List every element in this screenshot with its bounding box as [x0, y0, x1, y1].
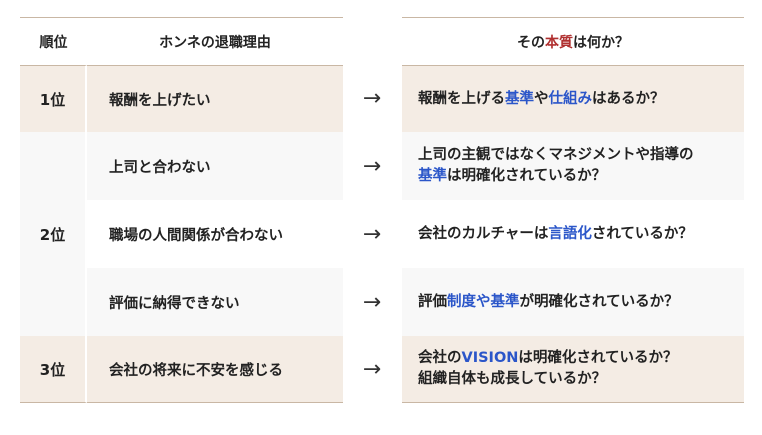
arrow-icon: → — [343, 336, 401, 403]
essence-row-3-line: 会社のカルチャーは言語化されているか？ — [418, 224, 693, 245]
essence-row-3: 会社のカルチャーは言語化されているか？ — [402, 200, 744, 268]
essence-keyword: 言語化 — [548, 225, 592, 242]
essence-row-2-line-1: 上司の主観ではなくマネジメントや指導の — [418, 147, 694, 163]
essence-text: は明確化されているか？ — [447, 168, 607, 184]
rank-2-label: 2位 — [39, 225, 66, 244]
essence-row-2-line-2: 基準は明確化されているか？ — [418, 166, 606, 187]
reason-row-3-label: 職場の人間関係が合わない — [109, 227, 283, 244]
essence-text: 会社の — [418, 350, 462, 366]
header-rank: 順位 — [20, 17, 87, 65]
essence-text: が明確化されているか？ — [519, 293, 679, 310]
rank-1-label: 1位 — [39, 90, 66, 109]
rank-1: 1位 — [20, 65, 87, 132]
essence-keyword: VISION — [461, 350, 519, 366]
header-essence-pre: その — [517, 34, 545, 51]
rank-3: 3位 — [20, 336, 87, 403]
essence-keyword: 基準 — [505, 90, 534, 107]
essence-row-5: 会社のVISIONは明確化されているか？ 組織自体も成長しているか？ — [402, 336, 744, 403]
essence-keyword: 制度や基準 — [447, 293, 520, 310]
essence-text: は明確化されているか？ — [518, 350, 678, 366]
reason-row-2: 上司と合わない — [87, 132, 343, 200]
essence-text: 会社のカルチャーは — [418, 225, 549, 242]
arrow-icon: → — [343, 132, 401, 200]
reason-row-2-label: 上司と合わない — [109, 159, 211, 176]
reason-row-4: 評価に納得できない — [87, 268, 343, 336]
essence-row-1-line: 報酬を上げる基準や仕組みはあるか？ — [418, 89, 665, 110]
header-essence: その本質は何か？ — [402, 17, 744, 65]
header-reason: ホンネの退職理由 — [87, 17, 343, 65]
essence-row-1: 報酬を上げる基準や仕組みはあるか？ — [402, 65, 744, 132]
reason-row-5-label: 会社の将来に不安を感じる — [109, 362, 283, 379]
header-rank-label: 順位 — [39, 34, 68, 51]
essence-text: 評価 — [418, 293, 447, 310]
rank-3-label: 3位 — [39, 360, 66, 379]
header-essence-post: は何か？ — [573, 34, 629, 51]
reason-row-5: 会社の将来に不安を感じる — [87, 336, 343, 403]
header-essence-highlight: 本質 — [545, 34, 573, 51]
header-reason-label: ホンネの退職理由 — [159, 34, 271, 51]
essence-row-5-line-1: 会社のVISIONは明確化されているか？ — [418, 348, 678, 369]
arrow-icon-glyph: → — [362, 221, 382, 247]
arrow-icon-glyph: → — [362, 153, 382, 179]
essence-row-4-line: 評価制度や基準が明確化されているか？ — [418, 292, 679, 313]
essence-row-2: 上司の主観ではなくマネジメントや指導の 基準は明確化されているか？ — [402, 132, 744, 200]
essence-text: はあるか？ — [592, 90, 665, 107]
reason-row-1-label: 報酬を上げたい — [109, 92, 211, 109]
essence-text: 報酬を上げる — [418, 90, 505, 107]
essence-row-5-line-2: 組織自体も成長しているか？ — [418, 371, 607, 387]
reason-row-3: 職場の人間関係が合わない — [87, 200, 343, 268]
essence-keyword: 基準 — [418, 168, 447, 184]
arrow-icon: → — [343, 268, 401, 336]
arrow-icon-glyph: → — [362, 86, 382, 111]
arrow-icon-glyph: → — [362, 289, 382, 315]
arrow-icon-glyph: → — [362, 357, 382, 382]
essence-text: されているか？ — [591, 225, 693, 242]
reason-row-1: 報酬を上げたい — [87, 65, 343, 132]
essence-text: や — [534, 90, 549, 107]
arrow-icon: → — [343, 65, 401, 132]
essence-keyword: 仕組み — [548, 90, 593, 107]
reason-row-4-label: 評価に納得できない — [109, 295, 240, 312]
arrow-icon: → — [343, 200, 401, 268]
rank-2: 2位 — [20, 132, 87, 336]
essence-row-4: 評価制度や基準が明確化されているか？ — [402, 268, 744, 336]
